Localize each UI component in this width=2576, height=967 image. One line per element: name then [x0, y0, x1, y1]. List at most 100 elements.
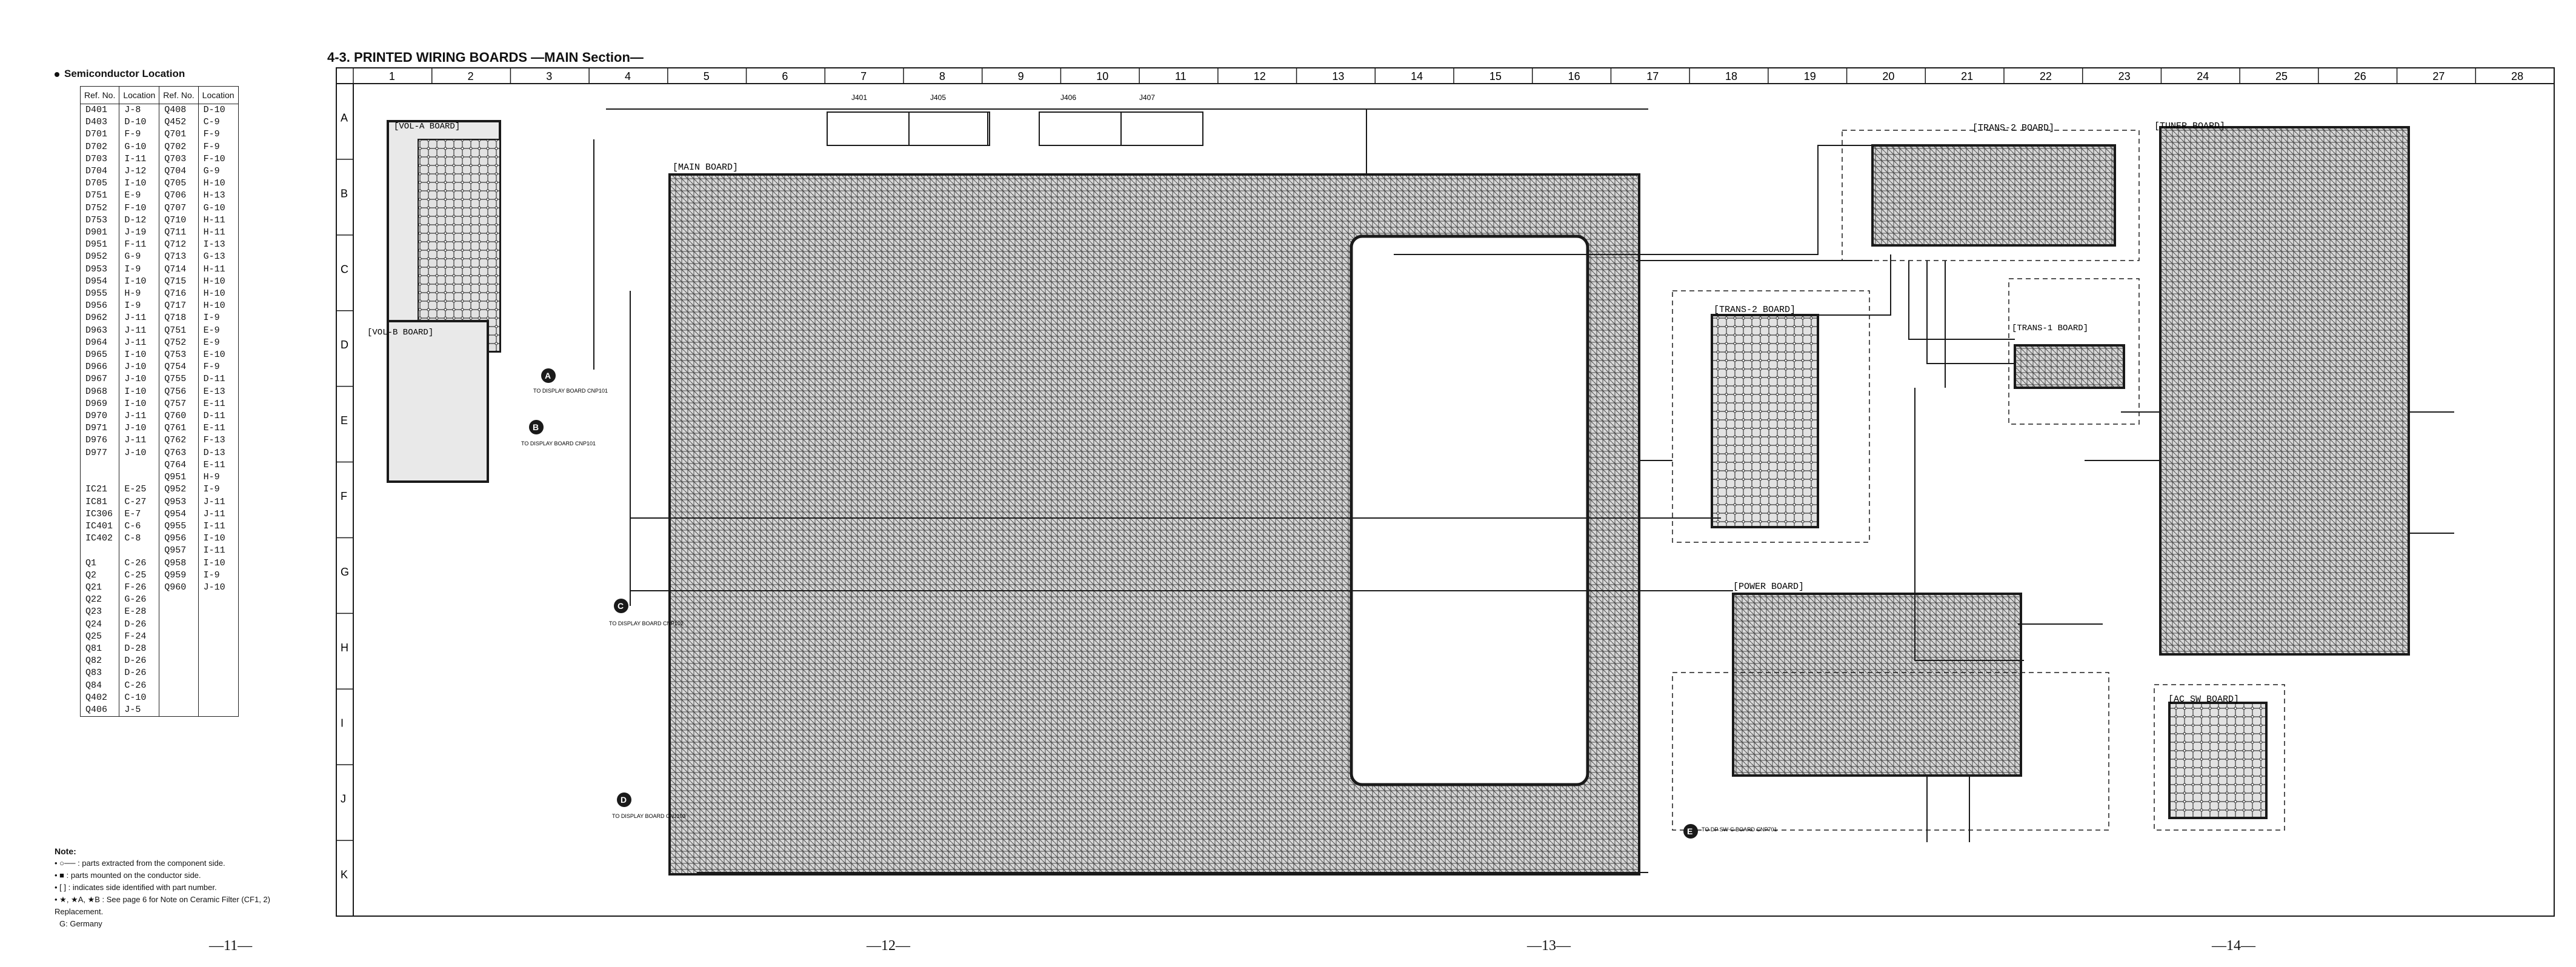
- ref-no-cell: Q2: [79, 569, 120, 582]
- vol-a-label: [VOL-A BOARD]: [394, 122, 460, 131]
- notes: Note: • ○── : parts extracted from the c…: [55, 845, 315, 930]
- vol-b-board: [387, 320, 489, 483]
- location-cell: C-26: [119, 557, 160, 570]
- location-cell: J-11: [119, 336, 160, 350]
- ref-no-cell: D953: [79, 263, 120, 276]
- location-cell: C-9: [198, 116, 239, 129]
- trans2-mid-label: [TRANS-2 BOARD]: [1714, 305, 1796, 315]
- column-number: 26: [2354, 70, 2366, 82]
- semiconductor-title-text: Semiconductor Location: [64, 68, 185, 79]
- ref-no-cell: Q703: [159, 153, 199, 166]
- ref-no-cell: [159, 630, 199, 643]
- ref-no-cell: Q21: [79, 581, 120, 594]
- mounted-symbol-icon: ■: [59, 871, 65, 880]
- jack-block: [908, 111, 988, 146]
- location-cell: J-19: [119, 227, 160, 239]
- location-cell: G-10: [198, 202, 239, 214]
- ref-no-cell: IC21: [79, 484, 120, 496]
- column-number: 9: [1018, 70, 1024, 82]
- location-cell: [198, 594, 239, 606]
- ref-no-cell: Q702: [159, 141, 199, 153]
- column-number: 8: [939, 70, 945, 82]
- ref-no-cell: [79, 545, 120, 557]
- column-number: 14: [1411, 70, 1423, 82]
- location-cell: E-10: [198, 349, 239, 362]
- frame-border: [336, 67, 2555, 917]
- location-cell: I-9: [119, 300, 160, 313]
- location-cell: I-11: [119, 153, 160, 166]
- location-cell: F-10: [119, 202, 160, 214]
- location-cell: E-7: [119, 508, 160, 520]
- location-cell: E-25: [119, 484, 160, 496]
- column-number: 11: [1175, 70, 1186, 82]
- ref-no-cell: IC402: [79, 533, 120, 545]
- location-cell: [119, 545, 160, 557]
- location-cell: F-13: [198, 434, 239, 447]
- ref-no-cell: Q22: [79, 594, 120, 606]
- ref-no-cell: [159, 618, 199, 631]
- jack-row: J401 J405 J406 J407: [827, 93, 1203, 146]
- location-cell: J-11: [119, 324, 160, 337]
- location-cell: I-11: [198, 520, 239, 533]
- location-cell: J-11: [198, 496, 239, 508]
- connector-a-badge: [541, 368, 556, 383]
- ref-no-cell: D701: [79, 128, 120, 141]
- location-cell: H-10: [198, 178, 239, 190]
- location-cell: G-26: [119, 594, 160, 606]
- location-cell: [198, 679, 239, 692]
- ref-no-cell: Q712: [159, 239, 199, 251]
- column-number: 3: [546, 70, 552, 82]
- ref-no-cell: Q24: [79, 618, 120, 631]
- vol-b-label: [VOL-B BOARD]: [367, 328, 433, 337]
- row-letter: E: [341, 414, 348, 427]
- ref-no-cell: Q23: [79, 606, 120, 619]
- location-cell: F-26: [119, 581, 160, 594]
- column-number: 24: [2197, 70, 2209, 82]
- connector-callouts: A TO DISPLAY BOARD CNP101 B TO DISPLAY B…: [521, 368, 1777, 839]
- ref-no-cell: Q706: [159, 190, 199, 202]
- ref-no-cell: D966: [79, 361, 120, 374]
- location-cell: J-10: [198, 581, 239, 594]
- connector-a-label: TO DISPLAY BOARD CNP101: [533, 388, 608, 394]
- ref-no-cell: Q755: [159, 373, 199, 386]
- ref-no-cell: Q756: [159, 385, 199, 398]
- note-item: • ○── : parts extracted from the compone…: [55, 859, 225, 868]
- ref-no-cell: [159, 655, 199, 668]
- location-cell: E-11: [198, 397, 239, 411]
- ref-no-cell: D751: [79, 190, 120, 202]
- location-cell: C-25: [119, 569, 160, 582]
- location-cell: F-9: [198, 361, 239, 374]
- connector-d-label: TO DISPLAY BOARD CNJ103: [612, 813, 686, 819]
- column-number: 23: [2118, 70, 2131, 82]
- ref-no-cell: Q452: [159, 116, 199, 129]
- location-cell: [198, 703, 239, 717]
- column-number: 16: [1568, 70, 1580, 82]
- trans1-label: [TRANS-1 BOARD]: [2012, 324, 2088, 333]
- ref-no-cell: Q704: [159, 165, 199, 178]
- location-cell: I-9: [198, 484, 239, 496]
- column-number: 10: [1096, 70, 1108, 82]
- column-number: 4: [625, 70, 631, 82]
- row-letter: B: [341, 187, 348, 199]
- location-cell: F-9: [198, 141, 239, 153]
- ref-no-cell: D703: [79, 153, 120, 166]
- ref-no-cell: Q713: [159, 251, 199, 264]
- page-title: 4-3. PRINTED WIRING BOARDS —MAIN Section…: [327, 50, 644, 65]
- location-cell: F-9: [198, 128, 239, 141]
- location-cell: I-9: [198, 312, 239, 325]
- ref-no-cell: [159, 703, 199, 717]
- svg-text:C: C: [617, 601, 624, 611]
- column-number: 5: [704, 70, 710, 82]
